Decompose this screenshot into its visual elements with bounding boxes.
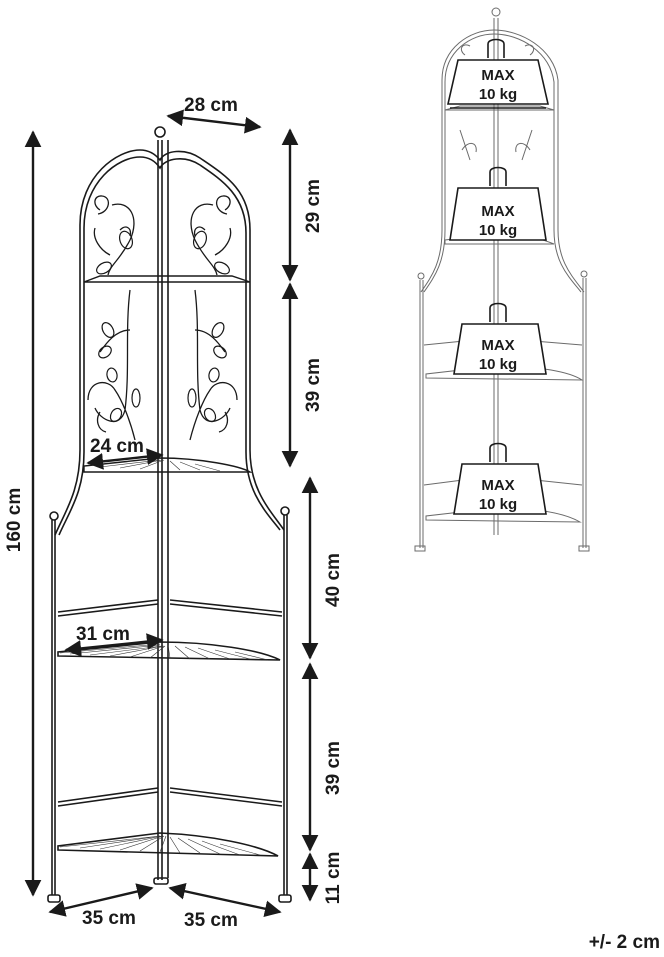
weight-top-max: MAX — [481, 67, 514, 84]
label-total-height: 160 cm — [4, 488, 25, 552]
label-upper-depth: 24 cm — [90, 436, 144, 457]
dimension-labels: 28 cm 160 cm 29 cm 39 cm 24 cm 40 cm 31 … — [4, 95, 344, 931]
weight-third-value: 10 kg — [479, 356, 517, 373]
center-foot — [153, 877, 169, 885]
weight-second-value: 10 kg — [479, 222, 517, 239]
label-lower-gap: 39 cm — [323, 741, 344, 795]
weight-second: MAX 10 kg — [449, 166, 547, 241]
tolerance-note: +/- 2 cm — [589, 932, 660, 953]
left-finial — [49, 511, 59, 521]
shelf-bottom — [57, 832, 279, 857]
dimension-arrows — [24, 109, 319, 917]
right-foot — [278, 894, 292, 903]
label-upper-gap: 29 cm — [303, 179, 324, 233]
right-finial — [280, 506, 290, 516]
top-finial — [154, 126, 166, 138]
shelf-front-drawing — [47, 126, 292, 903]
label-lower-depth: 31 cm — [76, 624, 130, 645]
label-base-left: 35 cm — [82, 908, 136, 929]
weight-second-max: MAX — [481, 203, 514, 220]
label-foot-height: 11 cm — [323, 852, 344, 905]
weight-top-value: 10 kg — [479, 86, 517, 103]
arrow-top-width — [166, 109, 262, 134]
left-foot — [47, 894, 61, 903]
label-second-gap: 39 cm — [303, 358, 324, 412]
weight-third: MAX 10 kg — [453, 302, 547, 375]
weight-bottom-max: MAX — [481, 477, 514, 494]
label-top-width: 28 cm — [184, 95, 238, 116]
arrow-upper-depth — [86, 448, 164, 470]
weight-bottom-value: 10 kg — [479, 496, 517, 513]
arrow-base-right — [168, 883, 282, 917]
weight-bottom: MAX 10 kg — [453, 442, 547, 515]
label-middle-gap: 40 cm — [323, 553, 344, 607]
arrow-lower-depth — [64, 633, 164, 657]
shelf-top — [83, 275, 251, 283]
weight-top: MAX 10 kg — [446, 38, 550, 109]
scroll-ornament — [93, 195, 232, 276]
label-base-right: 35 cm — [184, 910, 238, 931]
weight-third-max: MAX — [481, 337, 514, 354]
upper-arch-frame — [54, 149, 285, 536]
arrow-base-left — [48, 883, 154, 917]
